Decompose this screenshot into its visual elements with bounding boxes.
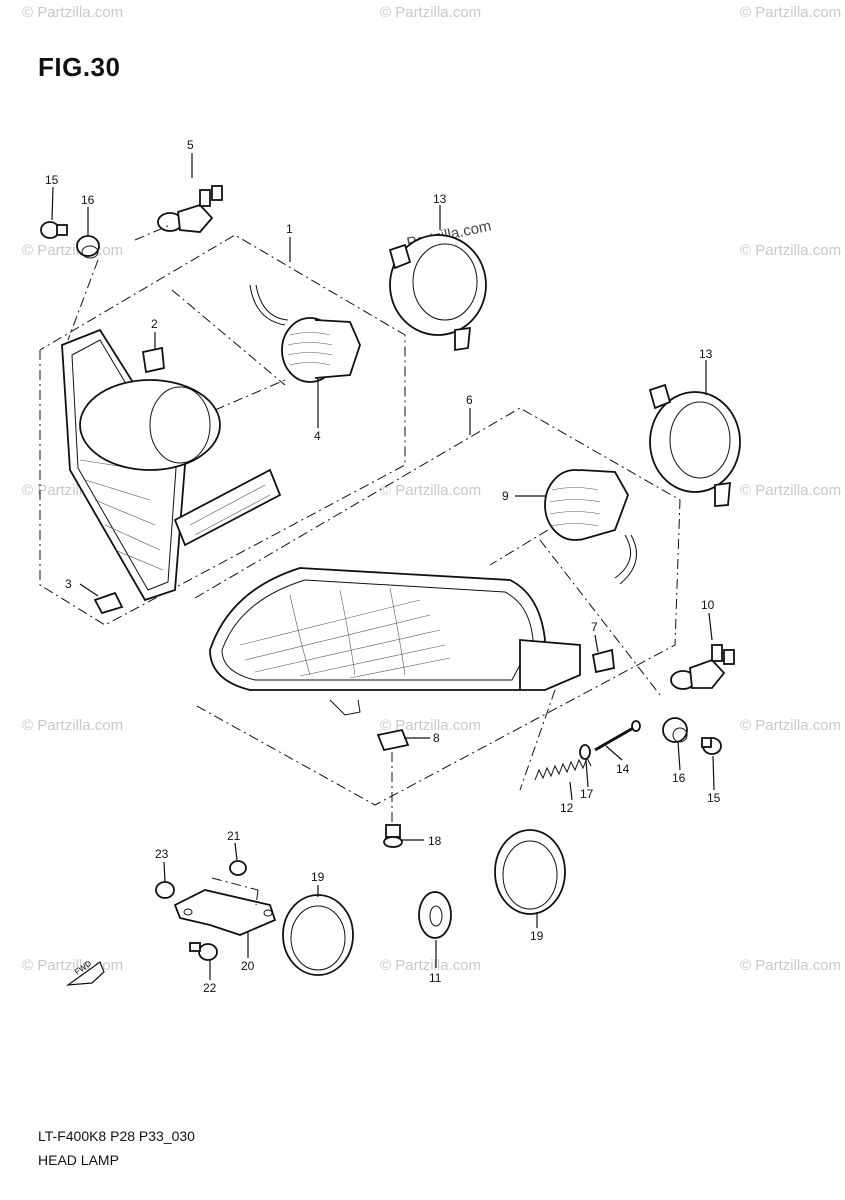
- figure-name: HEAD LAMP: [38, 1152, 119, 1168]
- callout-2: 2: [151, 317, 158, 331]
- callout-9: 9: [502, 489, 509, 503]
- callout-23: 23: [155, 847, 169, 861]
- callouts: 1 2 3 4 5 6 7 8 9 10 11 12 13 13 14 15 1…: [45, 138, 721, 995]
- callout-16: 16: [672, 771, 686, 785]
- bolt-18: [383, 824, 403, 848]
- callout-8: 8: [433, 731, 440, 745]
- callout-19: 19: [311, 870, 325, 884]
- reflector-19-right: [494, 829, 566, 915]
- watermark: © Partzilla.com: [22, 957, 123, 974]
- callout-18: 18: [428, 834, 442, 848]
- callout-22: 22: [203, 981, 217, 995]
- callout-20: 20: [241, 959, 255, 973]
- figure-title: FIG.30: [38, 52, 121, 82]
- bulb-socket-4: [249, 284, 361, 383]
- watermark: © Partzilla.com: [380, 4, 481, 21]
- nut-21: [229, 860, 247, 876]
- grommet-16: [76, 235, 100, 259]
- grommet-11: [418, 891, 452, 939]
- watermark: © Partzilla.com: [380, 957, 481, 974]
- clip-2: [141, 346, 165, 374]
- callout-19: 19: [530, 929, 544, 943]
- screw-22: [189, 942, 218, 961]
- washer-17: [579, 744, 591, 760]
- adjuster-screw-14: [594, 720, 641, 752]
- retainer-ring-13-right: [648, 383, 741, 507]
- callout-12: 12: [560, 801, 574, 815]
- clip-7: [591, 648, 615, 674]
- callout-11: 11: [429, 971, 442, 985]
- callout-4: 4: [314, 429, 321, 443]
- callout-7: 7: [591, 620, 598, 634]
- bulb-5: [157, 185, 223, 233]
- watermark: © Partzilla.com: [740, 242, 841, 259]
- callout-15: 15: [45, 173, 59, 187]
- retainer-ring-13-top: [388, 234, 487, 352]
- bulb-socket-9: [544, 469, 637, 585]
- grommet-16: [662, 717, 688, 743]
- callout-5: 5: [187, 138, 194, 152]
- screw-15: [40, 221, 68, 239]
- clip-3: [93, 591, 124, 615]
- clip-8: [376, 728, 410, 752]
- bracket-20: [173, 889, 277, 936]
- watermark: © Partzilla.com: [22, 717, 123, 734]
- watermark: © Partzilla.com: [740, 4, 841, 21]
- watermark: © Partzilla.com: [22, 242, 123, 259]
- callout-13: 13: [699, 347, 713, 361]
- figure-code: LT-F400K8 P28 P33_030: [38, 1128, 195, 1144]
- callout-14: 14: [616, 762, 630, 776]
- callout-1: 1: [286, 222, 293, 236]
- watermark: © Partzilla.com: [740, 717, 841, 734]
- leader-lines: [51, 153, 715, 980]
- right-headlamp-assembly: [194, 407, 681, 806]
- nut-23: [155, 881, 175, 899]
- callout-15: 15: [707, 791, 721, 805]
- watermark: © Partzilla.com: [380, 717, 481, 734]
- callout-13: 13: [433, 192, 447, 206]
- screw-15: [701, 737, 722, 755]
- callout-21: 21: [227, 829, 241, 843]
- watermark: © Partzilla.com: [22, 4, 123, 21]
- callout-10: 10: [701, 598, 715, 612]
- left-headlamp-assembly: [39, 234, 406, 626]
- callout-6: 6: [466, 393, 473, 407]
- reflector-19-left: [282, 894, 354, 976]
- callout-17: 17: [580, 787, 594, 801]
- watermark: © Partzilla.com: [740, 957, 841, 974]
- watermark: © Partzilla.com: [740, 482, 841, 499]
- bulb-10: [670, 644, 735, 690]
- callout-3: 3: [65, 577, 72, 591]
- watermark: © Partzilla.com: [380, 482, 481, 499]
- spring-12: [534, 756, 592, 781]
- callout-16: 16: [81, 193, 95, 207]
